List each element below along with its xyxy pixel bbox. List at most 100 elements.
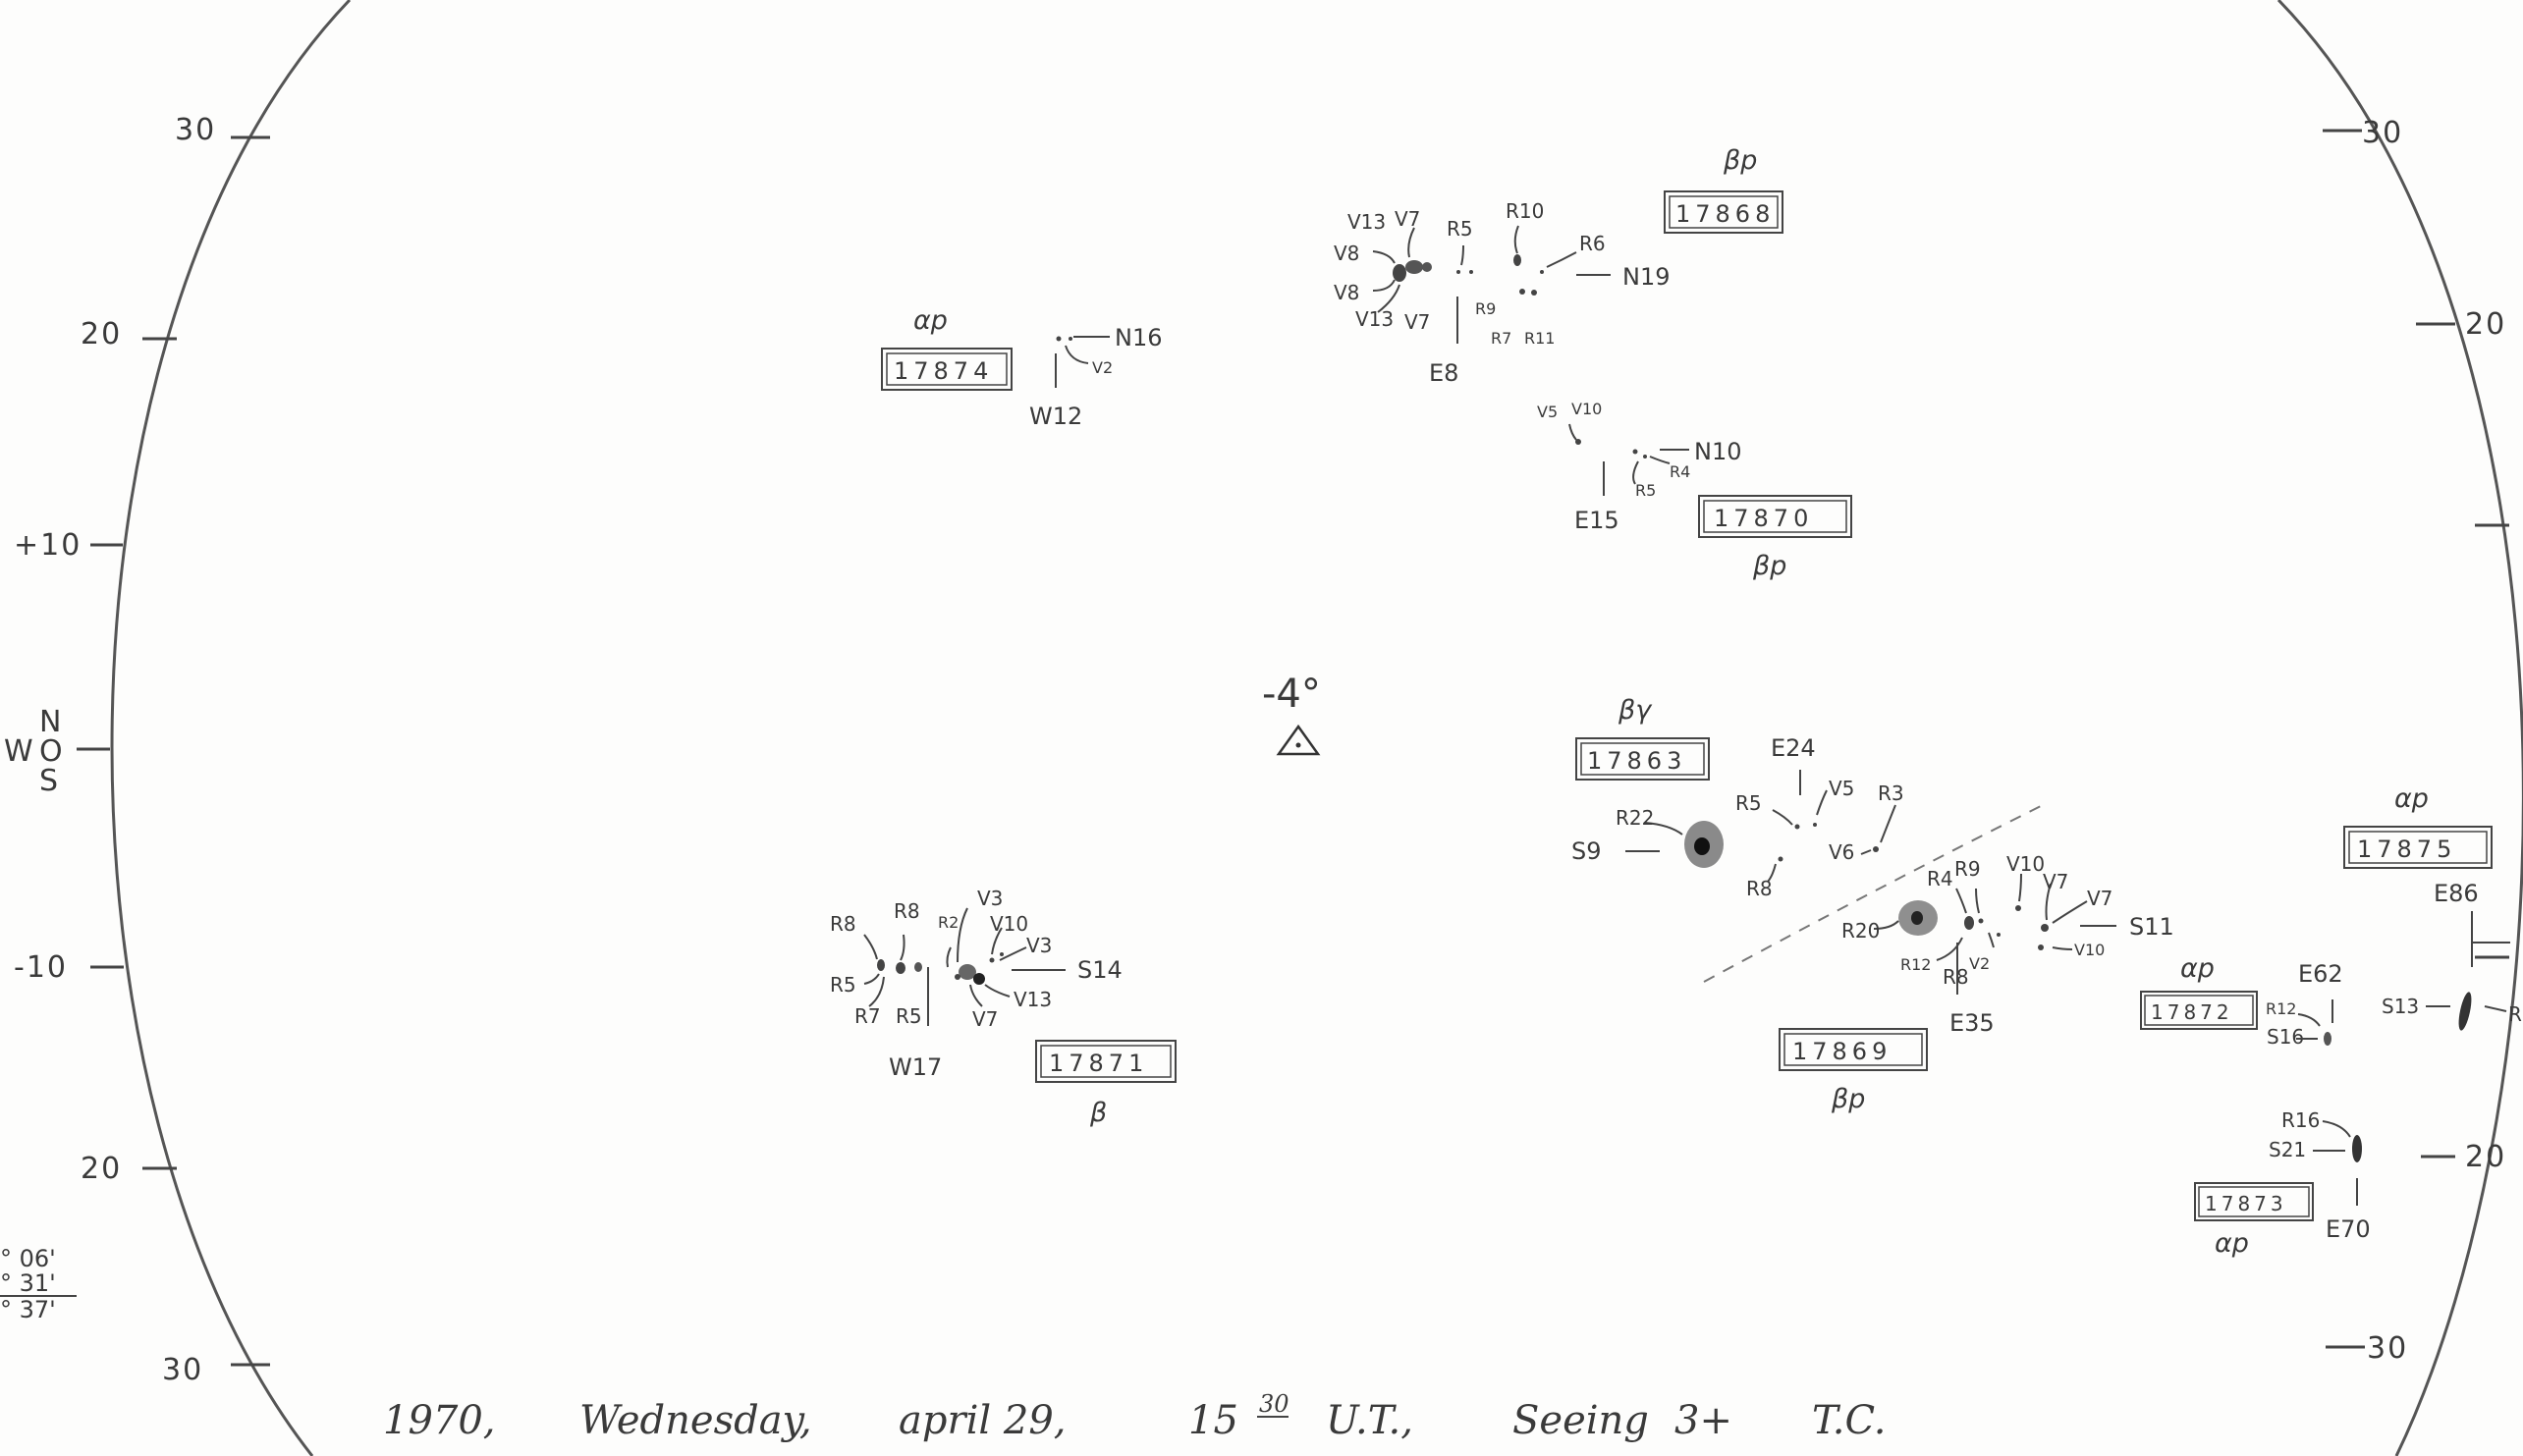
dashed-boundary-line — [1703, 804, 2044, 983]
spot-label: S16 — [2267, 1025, 2304, 1049]
spot-label: V2 — [1969, 954, 1990, 973]
spot-label: R8 — [1943, 965, 1969, 989]
region-number: 17863 — [1587, 747, 1686, 775]
region-class: αp — [2180, 953, 2215, 984]
spot-label: W12 — [1029, 403, 1082, 430]
sunspot — [1513, 254, 1521, 266]
region-number: 17873 — [2205, 1192, 2287, 1215]
region-17870: 17870 βp V5 V10 N10 R4 R5 E15 — [1537, 400, 1852, 581]
region-class: αp — [913, 305, 948, 336]
right-grid-labels: 30 20 20 30 — [2362, 116, 2506, 1366]
spot-label: E35 — [1949, 1009, 1995, 1037]
spot-label: R6 — [1579, 232, 1606, 255]
spot-label: R7 — [854, 1004, 881, 1028]
caption-weekday: Wednesday, — [579, 1398, 812, 1443]
spot-label: R16 — [2281, 1108, 2320, 1132]
spot-label: R5 — [896, 1004, 922, 1028]
region-number-box — [881, 348, 1013, 391]
spot-label: V8 — [1334, 242, 1359, 265]
spot-label: V7 — [972, 1007, 998, 1031]
sunspot — [914, 962, 922, 972]
spot-label: V7 — [1404, 310, 1430, 334]
spot-label: R — [2508, 1002, 2522, 1026]
spot-label: V5 — [1537, 403, 1558, 421]
spot-label: N16 — [1115, 324, 1163, 351]
region-17869: R4 R9 V10 V7 V7 R20 S11 R12 R8 V2 V10 E3… — [1779, 852, 2174, 1114]
spot-label: S9 — [1571, 837, 1602, 865]
spot-label: V13 — [1347, 210, 1386, 234]
region-17872: αp 17872 E62 R12 S16 — [2140, 953, 2343, 1049]
equator-label-w: W — [4, 734, 35, 769]
region-number: 17874 — [894, 357, 993, 385]
spot-label: R5 — [1735, 791, 1762, 815]
region-class: αp — [2394, 783, 2429, 814]
region-class: βp — [1752, 551, 1786, 581]
sunspot — [1422, 262, 1432, 272]
spot-label: R9 — [1475, 299, 1496, 318]
margin-note-3: ° 37' — [0, 1296, 56, 1323]
spot-label: R11 — [1524, 329, 1555, 348]
disk-outline — [110, 0, 2523, 1456]
region-17873: R16 S21 17873 E70 αp — [2194, 1108, 2371, 1259]
spot-label: N19 — [1622, 263, 1671, 291]
observation-caption: 1970, Wednesday, april 29, 15 30 U.T., S… — [383, 1390, 1886, 1443]
region-number: 17869 — [1792, 1038, 1892, 1065]
margin-note-1: ° 06' — [0, 1245, 56, 1272]
region-number-box — [1779, 1028, 1928, 1071]
spot-label: V13 — [1355, 307, 1394, 331]
spot-label: V13 — [1014, 988, 1052, 1011]
spot-label: R4 — [1927, 867, 1953, 890]
spot-label: V6 — [1829, 840, 1854, 864]
caption-minute: 30 — [1259, 1390, 1289, 1418]
region-class: βp — [1723, 145, 1757, 176]
margin-note-2: ° 31' — [0, 1269, 56, 1297]
spot-label: R5 — [1447, 217, 1473, 241]
spot-label: V10 — [990, 912, 1028, 936]
region-number: 17875 — [2357, 836, 2456, 863]
region-17871: R8 R8 R2 V3 V10 V3 R5 S14 V13 R7 R5 V7 W… — [830, 887, 1177, 1128]
spot-label: R3 — [1878, 782, 1904, 805]
spot-label: R5 — [830, 973, 856, 997]
spot-label: E24 — [1771, 734, 1816, 762]
left-limb-arc — [110, 0, 352, 1456]
lat-label-10s: -10 — [14, 950, 68, 985]
sunspot — [2352, 1135, 2362, 1162]
left-margin-notes: ° 06' ° 31' ° 37' — [0, 1245, 77, 1323]
spot-label: R20 — [1841, 919, 1880, 943]
spot-label: R7 — [1491, 329, 1511, 348]
sunspot-umbra — [1911, 911, 1923, 925]
lat-label-30n: 30 — [175, 113, 216, 147]
caption-hour: 15 — [1188, 1398, 1238, 1443]
lat-label-right-20n: 20 — [2465, 307, 2506, 342]
equator-label-o: O — [39, 734, 65, 769]
spot-label: R2 — [938, 913, 959, 932]
spot-label: E8 — [1429, 359, 1458, 387]
sunspot — [2458, 992, 2472, 1031]
spot-label: V7 — [2087, 887, 2112, 910]
left-grid-ticks — [77, 135, 270, 1367]
spot-label: V10 — [2006, 852, 2045, 876]
caption-initials: T.C. — [1812, 1398, 1886, 1443]
center-triangle-icon — [1276, 724, 1321, 756]
lat-label-right-30n: 30 — [2362, 116, 2403, 150]
caption-year: 1970, — [383, 1398, 496, 1443]
spot-label: V10 — [1571, 400, 1602, 418]
region-number: 17872 — [2151, 1000, 2233, 1024]
region-number-box — [1664, 190, 1783, 234]
spot-label: V3 — [977, 887, 1003, 910]
region-17874: αp 17874 N16 V2 W12 — [881, 305, 1163, 430]
spot-label: V10 — [2074, 941, 2105, 959]
region-17875: αp 17875 E86 S13 R — [2343, 783, 2522, 1031]
spot-label: R8 — [894, 899, 920, 923]
spot-label: W17 — [889, 1053, 942, 1081]
lat-label-30s: 30 — [162, 1353, 203, 1387]
spot-label: R9 — [1954, 857, 1981, 881]
spot-label: R12 — [1900, 955, 1931, 974]
lat-label-10n: +10 — [14, 528, 82, 563]
spot-label: E70 — [2326, 1215, 2371, 1243]
equator-label-s: S — [39, 764, 60, 798]
sunspot-umbra — [1694, 837, 1710, 855]
region-number: 17868 — [1675, 200, 1775, 228]
caption-seeing: Seeing — [1512, 1398, 1649, 1443]
left-grid-labels: 30 20 +10 N O W S -10 20 30 — [4, 113, 216, 1387]
